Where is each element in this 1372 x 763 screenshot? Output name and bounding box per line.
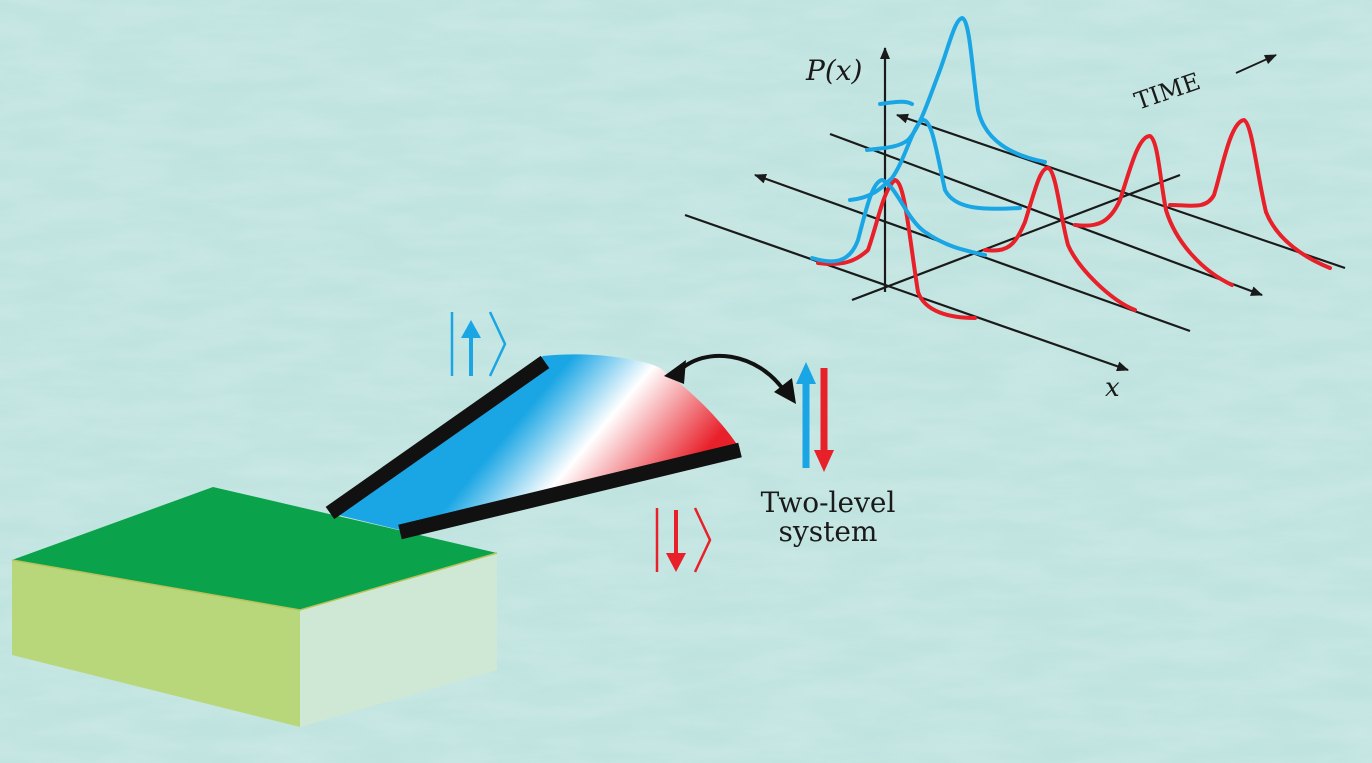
spin-up-arrow-icon [796, 362, 816, 468]
cantilever [325, 354, 742, 540]
red-curve-3 [1073, 134, 1234, 287]
spin-down-arrow-icon [814, 368, 834, 472]
red-curve-2 [983, 166, 1137, 312]
ket-up-icon [450, 311, 507, 377]
x-axis-label: x [1105, 373, 1120, 403]
blue-curve-1 [810, 178, 987, 264]
double-arrow-icon [664, 353, 796, 404]
red-distributions [816, 118, 1332, 320]
substrate-slab [11, 487, 498, 727]
blue-distributions [810, 16, 1047, 264]
cantilever-edge-top [325, 355, 550, 520]
ket-down-icon [655, 507, 712, 573]
red-curve-1 [816, 178, 977, 320]
blue-curve-3-tick [878, 99, 914, 106]
slab-edge [11, 552, 498, 611]
p-axis-label: P(x) [805, 54, 862, 87]
blue-curve-3 [865, 16, 1047, 164]
system-label-line1: Two-level [761, 486, 896, 519]
slab-top [12, 487, 497, 610]
system-label-line2: system [779, 515, 878, 548]
red-curve-4 [1168, 118, 1332, 270]
cantilever-beam [330, 354, 740, 530]
cantilever-edge-bottom [398, 442, 742, 540]
x-axis-line-4 [684, 213, 1129, 372]
blue-curve-2 [848, 118, 1022, 211]
slab-front [12, 560, 300, 727]
time-axis-label-arrow [1235, 54, 1277, 74]
